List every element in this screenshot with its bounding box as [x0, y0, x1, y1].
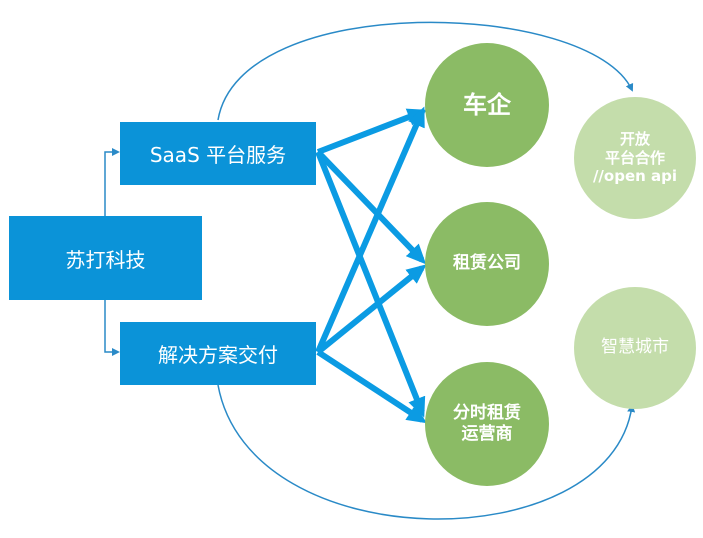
open-platform-label-line2: 平台合作 [604, 148, 665, 167]
saas-to-car-maker-arrow [316, 108, 428, 155]
open-platform-circle: 开放 平台合作 //open api [574, 97, 696, 219]
solution-to-rental-company-arrow [316, 264, 427, 355]
root-node-label: 苏打科技 [65, 247, 146, 272]
saas-service-box: SaaS 平台服务 [120, 122, 316, 185]
root-node-box: 苏打科技 [9, 216, 202, 300]
time-share-label-line2: 运营商 [461, 424, 513, 444]
car-maker-circle: 车企 [425, 43, 549, 167]
saas-to-open-api-curve [217, 21, 634, 121]
saas-to-time-share-arrow [315, 150, 426, 418]
solution-to-car-maker-arrow [315, 106, 425, 354]
solution-to-time-share-arrow [316, 349, 428, 424]
rental-company-label: 租赁公司 [453, 253, 521, 274]
time-share-label-line1: 分时租赁 [453, 402, 521, 423]
rental-company-circle: 租赁公司 [425, 202, 549, 326]
saas-to-rental-company-arrow [315, 149, 427, 265]
smart-city-label: 智慧城市 [601, 337, 669, 358]
time-share-operator-circle: 分时租赁 运营商 [425, 362, 549, 486]
saas-service-label: SaaS 平台服务 [149, 143, 287, 167]
root-to-saas-connector [104, 148, 120, 216]
smart-city-circle: 智慧城市 [574, 287, 696, 409]
solution-to-smart-city-curve [217, 384, 636, 520]
open-platform-label-line1: 开放 [619, 129, 650, 148]
root-to-solution-connector [104, 300, 120, 356]
solution-delivery-label: 解决方案交付 [158, 343, 278, 367]
solution-delivery-box: 解决方案交付 [120, 322, 316, 385]
car-maker-label: 车企 [463, 91, 511, 119]
open-platform-label-line3: //open api [592, 167, 678, 186]
